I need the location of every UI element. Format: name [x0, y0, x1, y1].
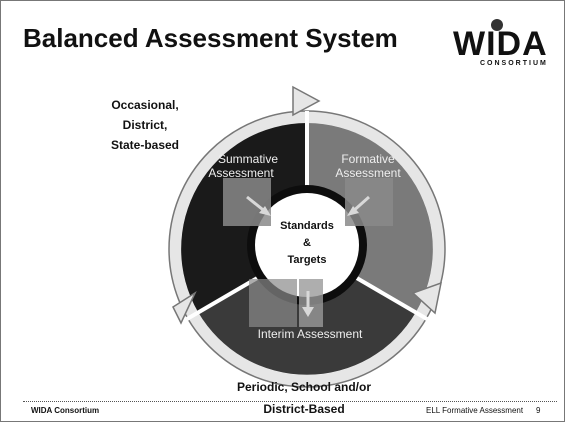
formative-label-line1: Formative: [341, 152, 395, 166]
summative-square: [223, 178, 271, 226]
periodic-line2: District-Based: [263, 402, 345, 416]
footer-divider: [23, 401, 557, 402]
footer-page-number: 9: [536, 406, 541, 415]
logo-subtitle: CONSORTIUM: [480, 60, 548, 67]
formative-label-line2: Assessment: [335, 166, 401, 180]
arrow-head-left: [172, 290, 197, 325]
periodic-label: Periodic, School and/or District-Based: [189, 376, 419, 420]
slide-title: Balanced Assessment System: [23, 23, 398, 53]
logo-wordmark: WIDA: [453, 25, 548, 63]
center-circle: [255, 193, 359, 297]
occasional-line1: Occasional,: [111, 98, 179, 112]
interim-square-left: [249, 279, 297, 327]
interim-label: Interim Assessment: [258, 327, 363, 341]
center-line3: Targets: [288, 254, 327, 266]
occasional-label: Occasional, District, State-based: [93, 95, 197, 155]
summative-label-line1: Summative: [218, 152, 278, 166]
periodic-line1: Periodic, School and/or: [236, 380, 372, 394]
center-line2: &: [303, 237, 311, 249]
arrow-head-top: [292, 85, 321, 117]
footer-presentation-title: ELL Formative Assessment: [426, 406, 524, 415]
wida-logo: WIDA CONSORTIUM: [453, 15, 557, 67]
logo-globe-icon: [491, 19, 503, 31]
occasional-line2: District,: [122, 118, 168, 132]
footer-org: WIDA Consortium: [31, 406, 100, 415]
summative-label-line2: Assessment: [208, 166, 274, 180]
formative-square: [345, 178, 393, 226]
center-line1: Standards: [280, 220, 334, 232]
interim-square-right: [299, 279, 323, 327]
arrow-head-right: [411, 281, 442, 315]
occasional-line3: State-based: [110, 138, 180, 152]
